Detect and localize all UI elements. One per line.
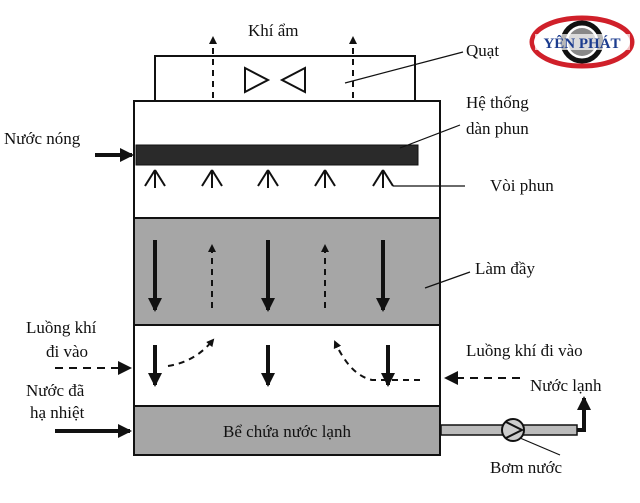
fan-leader <box>344 51 464 84</box>
water-down-arrows <box>148 240 390 312</box>
label-cold-water: Nước lạnh <box>530 376 602 395</box>
label-air-in-left-2: đi vào <box>46 342 88 361</box>
cold-water-arrow <box>577 396 591 432</box>
label-air-in-left-1: Luồng khí <box>26 318 97 337</box>
label-hot-water: Nước nóng <box>4 129 81 148</box>
label-fill: Làm đầy <box>475 259 535 278</box>
rain-zone-arrows <box>148 338 420 387</box>
logo: YÊN PHÁT <box>529 15 635 69</box>
spray-bar <box>135 144 419 166</box>
basin <box>133 405 441 456</box>
pump-leader <box>519 437 561 456</box>
fill-leader <box>424 271 471 289</box>
label-cooled-water-2: hạ nhiệt <box>30 403 85 422</box>
fan-icon <box>244 66 306 94</box>
label-fan: Quạt <box>466 41 499 60</box>
spray-leader <box>399 124 461 149</box>
nozzles <box>144 169 394 188</box>
pump-icon <box>501 418 525 442</box>
label-air-in-right: Luồng khí đi vào <box>466 341 583 360</box>
label-spray-system-2: dàn phun <box>466 119 529 138</box>
label-basin: Bể chứa nước lạnh <box>223 422 351 441</box>
label-cooled-water-1: Nước đã <box>26 381 85 400</box>
label-nozzle: Vòi phun <box>490 176 554 195</box>
label-moist-air: Khí ẩm <box>248 21 299 40</box>
label-spray-system-1: Hệ thống <box>466 93 529 112</box>
fill-media <box>133 217 441 326</box>
label-pump: Bơm nước <box>490 458 563 477</box>
logo-text: YÊN PHÁT <box>543 35 620 52</box>
